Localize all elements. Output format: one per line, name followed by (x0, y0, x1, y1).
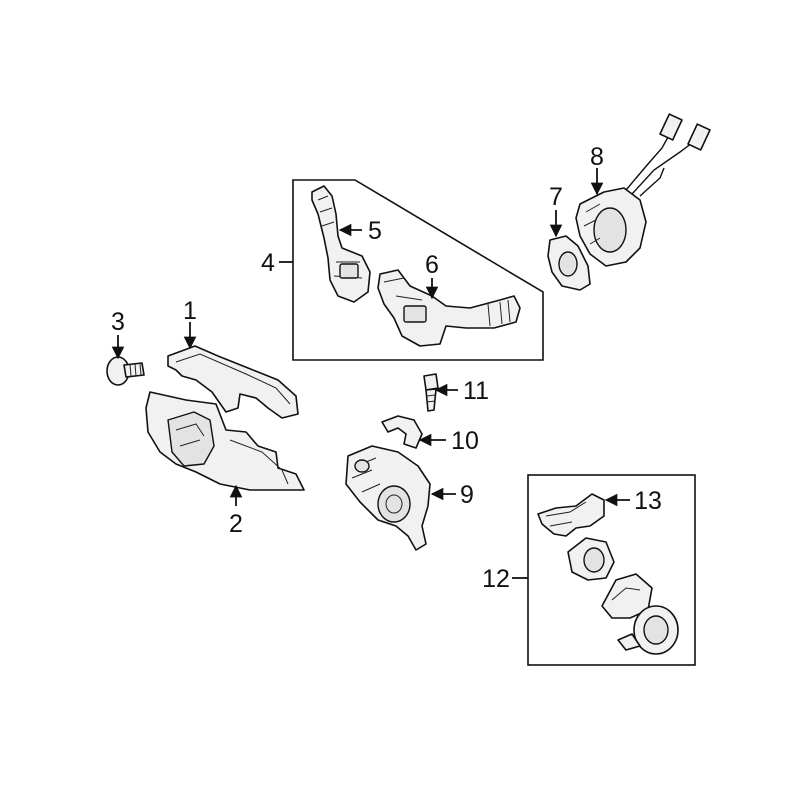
callout-13: 13 (634, 487, 662, 515)
callout-4: 4 (261, 249, 275, 277)
part-11-bolt (423, 373, 439, 412)
part-4-box (292, 179, 544, 361)
callout-7: 7 (549, 183, 563, 211)
part-2-lower-cover (145, 391, 305, 491)
callout-9: 9 (460, 481, 474, 509)
part-10-clamp (381, 415, 423, 449)
callout-11: 11 (463, 377, 489, 405)
callout-10: 10 (451, 427, 479, 455)
part-13-cylinder (537, 493, 605, 537)
part-8-clockspring (575, 113, 711, 267)
part-12-box (527, 474, 696, 666)
part-12-housing (601, 573, 653, 619)
callout-6: 6 (425, 251, 439, 279)
part-12-cylinder-body (567, 537, 615, 581)
part-7-cover (547, 235, 591, 291)
part-9-lock-housing (345, 445, 431, 551)
callout-2: 2 (229, 510, 243, 538)
callout-5: 5 (368, 217, 382, 245)
callout-3: 3 (111, 308, 125, 336)
part-12-bezel (617, 605, 679, 655)
callout-1: 1 (183, 297, 197, 325)
part-6-turn-switch (377, 269, 521, 347)
part-1-upper-cover (167, 345, 299, 419)
callout-12: 12 (482, 565, 510, 593)
callout-8: 8 (590, 143, 604, 171)
part-3-screw (106, 356, 145, 386)
part-5-wiper-switch (311, 185, 371, 303)
